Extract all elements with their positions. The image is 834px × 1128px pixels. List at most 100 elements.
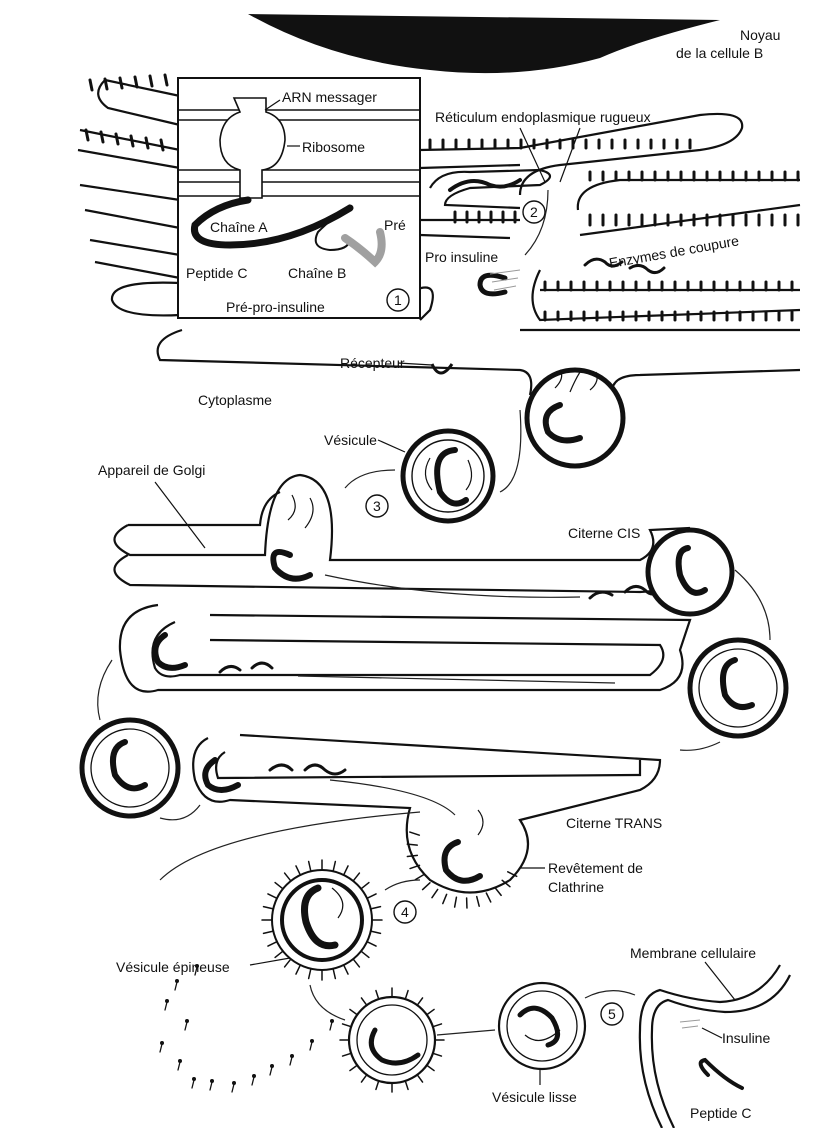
clathrin-fragment [175, 979, 179, 983]
label-membrane: Membrane cellulaire [630, 945, 756, 961]
step-4: 4 [401, 904, 409, 920]
vesicle-left [82, 720, 178, 816]
label-peptide-c-bottom: Peptide C [690, 1105, 751, 1121]
spike [264, 931, 274, 933]
spike [417, 998, 422, 1005]
spike [423, 883, 430, 890]
spike [310, 1042, 312, 1050]
spike [433, 1024, 442, 1027]
label-citerne-trans: Citerne TRANS [566, 815, 662, 831]
cis-vesicle [648, 530, 732, 614]
step-3: 3 [373, 498, 381, 514]
spike [417, 1075, 422, 1082]
spike [150, 76, 152, 86]
clathrin-fragment [310, 1039, 314, 1043]
spike [330, 1022, 332, 1030]
cell-membrane [640, 965, 780, 1128]
vesicle-1 [403, 431, 493, 521]
spike [443, 894, 447, 903]
spike [175, 982, 177, 990]
spike [353, 959, 359, 967]
spike [165, 1002, 167, 1010]
spike [361, 1075, 366, 1082]
label-pre: Pré [384, 217, 406, 233]
label-reticulum: Réticulum endoplasmique rugueux [435, 109, 651, 125]
spike [477, 897, 479, 907]
spike [371, 907, 381, 909]
label-revetement-2: Clathrine [548, 879, 604, 895]
label-recepteur: Récepteur [340, 355, 405, 371]
vesicle-right [690, 640, 786, 736]
spike [410, 832, 420, 835]
spike [296, 965, 300, 974]
shedding-vesicle [349, 997, 435, 1083]
spike [367, 894, 376, 898]
label-pre-pro-insuline: Pré-pro-insuline [226, 299, 325, 315]
spike [361, 883, 369, 889]
label-citerne-cis: Citerne CIS [568, 525, 640, 541]
spike [344, 965, 348, 974]
spike [185, 1022, 187, 1030]
spike [333, 969, 335, 979]
spike [252, 1077, 254, 1085]
clathrin-fragment [270, 1064, 274, 1068]
label-vesicule-lisse: Vésicule lisse [492, 1089, 577, 1105]
spike [495, 888, 501, 896]
peptide-c-fragment [701, 1060, 742, 1088]
label-vesicule: Vésicule [324, 432, 377, 448]
spike [405, 1081, 408, 1090]
spike [285, 873, 291, 881]
spike [131, 136, 133, 146]
spike [376, 1081, 379, 1090]
spike [105, 79, 107, 89]
step-1: 1 [394, 292, 402, 308]
spike [427, 1009, 434, 1014]
spike [350, 1009, 357, 1014]
spike [376, 991, 379, 1000]
label-enzymes: Enzymes de coupure [608, 232, 741, 271]
spike [135, 77, 137, 87]
spike [268, 894, 277, 898]
pro-insulin-molecule [480, 270, 520, 294]
label-chaine-a: Chaîne A [210, 219, 268, 235]
spike [333, 862, 335, 872]
clathrin-fragment [165, 999, 169, 1003]
label-noyau-1: Noyau [740, 27, 780, 43]
spike [165, 75, 167, 85]
label-vesicule-epineuse: Vésicule épineuse [116, 959, 230, 975]
spike [90, 80, 92, 90]
spike [353, 873, 359, 881]
spike [309, 969, 311, 979]
spike [309, 862, 311, 872]
spike [433, 1053, 442, 1056]
label-insuline: Insuline [722, 1030, 770, 1046]
label-peptide-c-top: Peptide C [186, 265, 247, 281]
label-cytoplasme: Cytoplasme [198, 392, 272, 408]
spike [268, 942, 277, 946]
spike [361, 998, 366, 1005]
clathrin-fragment [195, 964, 199, 968]
spike [160, 1044, 162, 1052]
spike [486, 893, 490, 902]
clathrin-fragment [178, 1059, 182, 1063]
spike [407, 844, 417, 845]
spike [415, 875, 424, 880]
spike [344, 866, 348, 875]
spike [120, 78, 122, 88]
spike [371, 931, 381, 933]
spike [101, 132, 103, 142]
spike [116, 134, 118, 144]
spike [343, 1053, 352, 1056]
spike [427, 1065, 434, 1070]
spike [270, 1067, 272, 1075]
smooth-vesicle [499, 983, 585, 1069]
spike [285, 959, 291, 967]
spiny-vesicle [272, 870, 372, 970]
spike [343, 1024, 352, 1027]
spike [367, 942, 376, 946]
spike [86, 130, 88, 140]
er-bud-vesicle [527, 370, 623, 466]
label-arn: ARN messager [282, 89, 377, 105]
clathrin-fragment [210, 1079, 214, 1083]
